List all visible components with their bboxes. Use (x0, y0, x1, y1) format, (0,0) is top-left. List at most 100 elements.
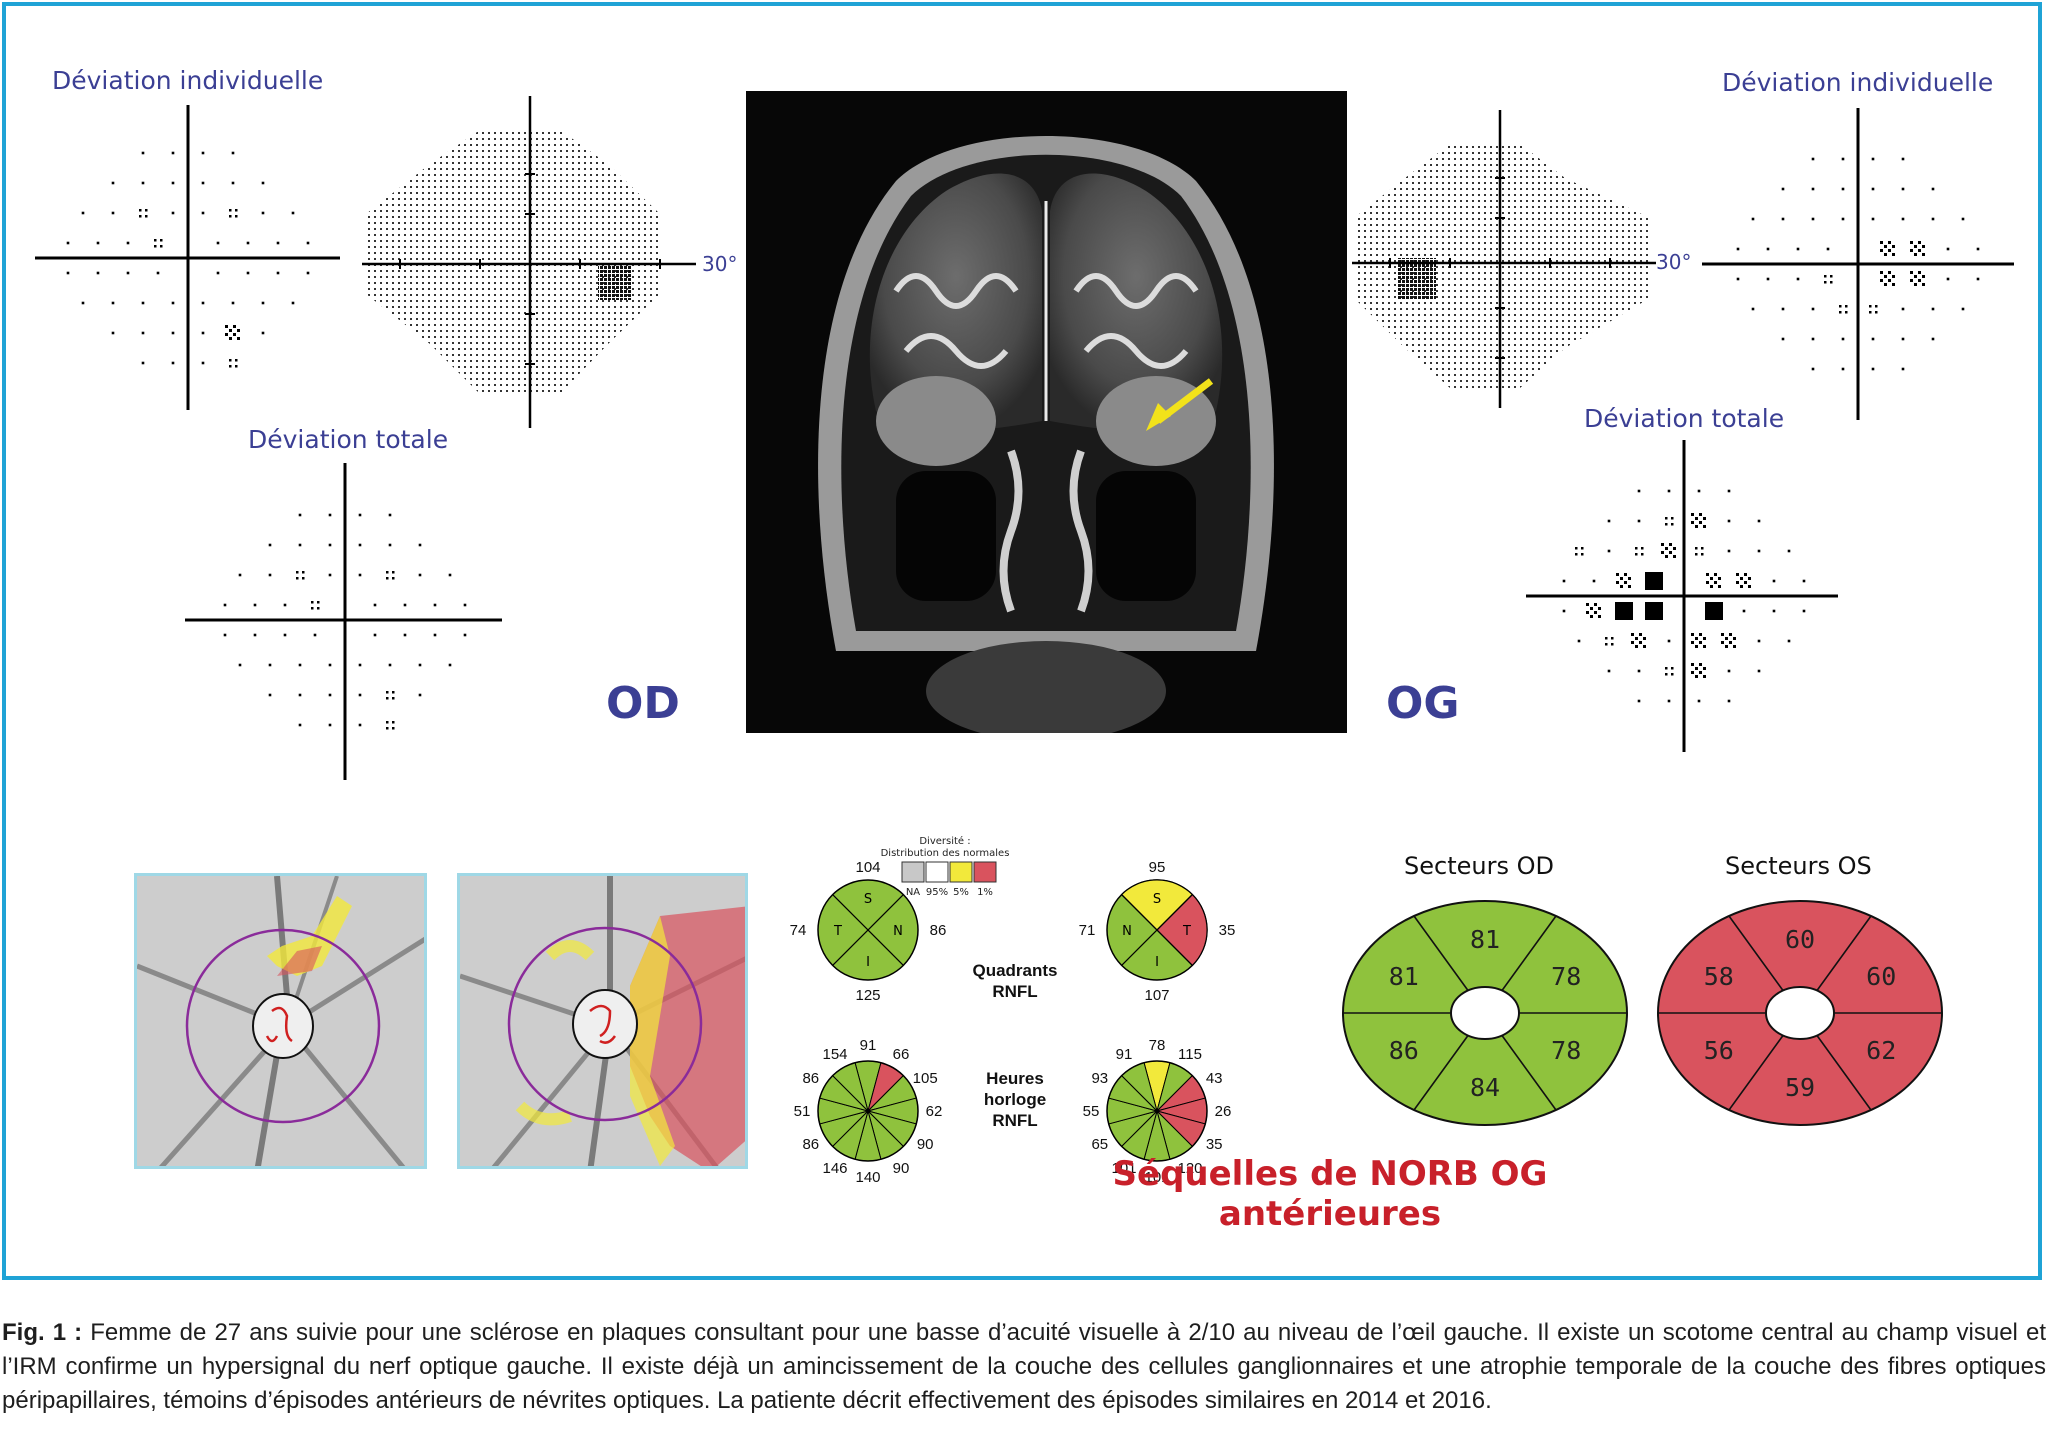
vf-dot (358, 663, 362, 667)
vf-dot (358, 693, 362, 697)
vf-dense-cell (1884, 275, 1887, 278)
legend-label: 5% (953, 887, 969, 898)
og-quadrant-letter-s: S (1153, 892, 1161, 907)
vf-dot (1961, 217, 1965, 221)
vf-dot (1871, 187, 1875, 191)
og-eye-label: OG (1386, 678, 1460, 729)
vf-dot (1667, 699, 1671, 703)
legend-label: NA (906, 887, 920, 898)
vf-symbol-dot (1671, 667, 1674, 670)
og-total-deviation-plot (1526, 440, 1838, 752)
vf-symbol-dot (160, 239, 163, 242)
sector-value: 56 (1704, 1036, 1734, 1065)
vf-dense-cell (1892, 275, 1895, 278)
vf-dense-cell (1639, 633, 1642, 636)
og-quadrant-n-value: 71 (1079, 922, 1096, 939)
vf-dot (276, 241, 280, 245)
vf-symbol-dot (1665, 667, 1668, 670)
legend-swatch (925, 861, 949, 883)
vf-dot (1727, 669, 1731, 673)
clock-value: 101 (1111, 1160, 1136, 1177)
vf-dot (448, 573, 452, 577)
vf-dense-cell (1729, 641, 1732, 644)
vf-dot (81, 211, 85, 215)
sector-value: 81 (1389, 962, 1419, 991)
vf-dense-cell (1718, 577, 1721, 580)
vf-dot (1751, 307, 1755, 311)
og-individual-deviation-plot (1702, 108, 2014, 420)
vf-dense-cell (233, 333, 236, 336)
vf-dense-cell (1699, 633, 1702, 636)
vf-dot (1637, 489, 1641, 493)
vf-symbol-dot (386, 721, 389, 724)
vf-symbol-dot (1824, 281, 1827, 284)
vf-dot (171, 331, 175, 335)
vf-dot (291, 301, 295, 305)
vf-dot (1802, 609, 1806, 613)
vf-dense-cell (1628, 577, 1631, 580)
sector-hole (1450, 986, 1520, 1040)
vf-dot (81, 301, 85, 305)
vf-symbol-dot (229, 209, 232, 212)
clock-value: 43 (1206, 1070, 1223, 1087)
vf-dot (1781, 187, 1785, 191)
vf-symbol-dot (1575, 547, 1578, 550)
vf-dot (141, 361, 145, 365)
clock-value: 26 (1215, 1103, 1232, 1120)
vf-dot (1577, 639, 1581, 643)
vf-dense-cell (1643, 645, 1646, 648)
vf-dot (358, 723, 362, 727)
vf-dense-cell (1721, 633, 1724, 636)
vf-dense-cell (1892, 253, 1895, 256)
vf-dense-cell (225, 325, 228, 328)
vf-dense-cell (1744, 581, 1747, 584)
vf-dense-cell (229, 329, 232, 332)
vf-dot (141, 331, 145, 335)
vf-symbol-dot (235, 215, 238, 218)
vf-dense-cell (1699, 513, 1702, 516)
vf-dense-cell (1620, 577, 1623, 580)
vf-dense-cell (1699, 663, 1702, 666)
vf-dot (358, 573, 362, 577)
vf-dot (328, 723, 332, 727)
vf-dense-cell (1744, 573, 1747, 576)
vf-dot (328, 573, 332, 577)
clock-label-line3: RNFL (992, 1111, 1037, 1130)
vf-symbol-dot (386, 577, 389, 580)
vf-dense-cell (1721, 641, 1724, 644)
od-quadrant-i-value: 125 (855, 987, 880, 1004)
vf-dense-cell (1703, 645, 1706, 648)
vf-dense-cell (1691, 663, 1694, 666)
vf-dot (1727, 549, 1731, 553)
vf-symbol-dot (1671, 517, 1674, 520)
vf-dot (328, 513, 332, 517)
vf-dot (1781, 307, 1785, 311)
legend-label: 95% (926, 887, 948, 898)
caption-lead: Fig. 1 : (2, 1319, 83, 1346)
vf-symbol-dot (1605, 643, 1608, 646)
vf-dense-cell (1884, 245, 1887, 248)
vf-dense-cell (1725, 637, 1728, 640)
vf-symbol-dot (154, 245, 157, 248)
vf-dot (1736, 247, 1740, 251)
od-quadrant-letter-i: I (866, 955, 870, 970)
vf-dot (433, 633, 437, 637)
vf-dense-cell (1695, 667, 1698, 670)
vf-symbol-dot (229, 365, 232, 368)
legend-label: 1% (977, 887, 993, 898)
legend-swatch (973, 861, 997, 883)
clock-value: 35 (1206, 1136, 1223, 1153)
vf-dense-cell (1695, 637, 1698, 640)
vf-dense-cell (1639, 641, 1642, 644)
vf-dot (231, 301, 235, 305)
vf-dot (66, 271, 70, 275)
vf-dot (261, 211, 265, 215)
legend-swatch (901, 861, 925, 883)
sector-value: 86 (1389, 1036, 1419, 1065)
vf-dense-cell (1598, 607, 1601, 610)
vf-dense-cell (1691, 641, 1694, 644)
og-total-deviation-title: Déviation totale (1584, 404, 1785, 433)
vf-dot (1976, 277, 1980, 281)
vf-dense-cell (1910, 249, 1913, 252)
